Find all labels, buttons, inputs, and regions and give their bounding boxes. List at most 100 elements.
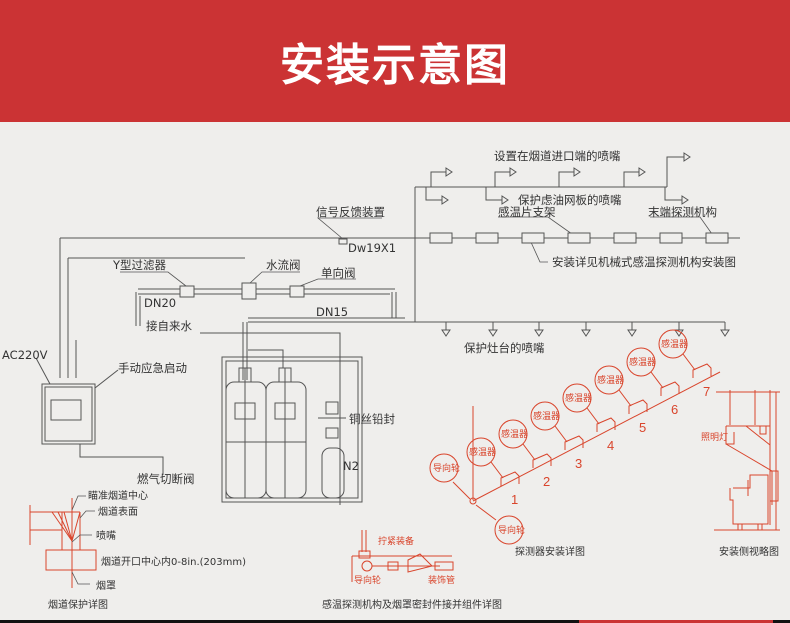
sensor-leader [586,407,600,425]
nozzle-icon [501,195,509,205]
label-dn20: DN20 [144,296,176,310]
seal-detail-drawing [351,530,454,582]
caption-side-view: 安装侧视略图 [719,545,779,558]
nozzle-icon [683,152,691,162]
water-valves [179,238,348,300]
label-gas-shutoff: 燃气切断阀 [137,472,195,486]
label-dw-code: Dw19X1 [348,241,396,255]
sensor-leader [554,425,568,443]
sensor-bracket-icon [567,232,591,244]
label-water-flow-valve: 水流阀 [266,258,301,272]
sensor-leader [650,371,664,389]
sensor-bracket-icon [429,232,453,244]
nozzle-icon [441,195,449,205]
sensor-bubble [530,401,560,431]
caption-detector-detail: 探测器安装详图 [515,545,585,558]
nozzle-icon [509,167,517,177]
sensor-block [532,453,552,468]
header-banner: 安装示意图 [0,0,790,122]
nozzle-icon [638,167,646,177]
label-mount-note: 安装详见机械式感温探测机构安装图 [552,255,736,269]
label-flue-surface: 烟道表面 [98,505,138,518]
label-inlet-nozzle: 设置在烟道进口端的喷嘴 [494,149,621,163]
sensor-bracket-icon [475,232,499,244]
sensor-number: 3 [575,456,582,471]
flue-detail-drawing [29,498,97,588]
sensor-label: 感温器 [661,338,688,350]
sensor-label: 感温器 [597,374,624,386]
label-seal-guide-wheel: 导向轮 [354,574,381,586]
label-opening-note: 烟道开口中心内0-8in.(203mm) [101,555,246,568]
sensor-label: 感温器 [533,410,560,422]
installation-diagram: 设置在烟道进口端的喷嘴 保护虑油网板的喷嘴 感温片支架 末端探测机构 安装详见机… [0,122,790,623]
nozzle-icon [573,167,581,177]
sensor-chain: 感温器 1 感温器 2 感温器 3 感温器 4 感温器 5 感温器 6 感温器 7 [466,329,712,507]
sensor-number: 5 [639,420,646,435]
label-nozzle: 喷嘴 [96,530,116,542]
side-view-drawing [714,390,780,531]
label-filter-nozzle: 保护虑油网板的喷嘴 [518,193,622,207]
label-check-valve: 单向阀 [321,266,356,280]
label-guide-wheel-lower: 导向轮 [498,524,525,536]
sensor-block [660,381,680,396]
sensor-label: 感温器 [565,392,592,404]
sensor-number: 4 [607,438,614,453]
sensor-bracket-icon [613,232,637,244]
sensor-bubble [626,347,656,377]
label-n2: N2 [343,459,359,473]
sensor-block [500,471,520,486]
label-tap-water: 接自来水 [146,319,192,333]
diagram-canvas: 设置在烟道进口端的喷嘴 保护虑油网板的喷嘴 感温片支架 末端探测机构 安装详见机… [2,149,780,611]
caption-seal-detail: 感温探测机构及烟罩密封件接并组件详图 [322,598,502,611]
sensor-block [692,363,712,378]
sensor-block [596,417,616,432]
sensor-bubble [498,419,528,449]
sensor-bracket-icon [705,232,729,244]
sensor-leader [618,389,632,407]
label-manual-start: 手动应急启动 [118,361,187,375]
label-guide-wheel-upper: 导向轮 [433,462,460,474]
label-copper-seal: 铜丝铅封 [349,412,395,426]
caption-flue-detail: 烟道保护详图 [48,598,108,611]
sensor-number: 1 [511,492,518,507]
stove-nozzles [441,322,730,337]
label-stove-nozzle: 保护灶台的喷嘴 [464,341,545,355]
sensor-number: 7 [703,384,710,399]
guide-wheel-upper-bubble [429,453,459,483]
sensor-bubble [594,365,624,395]
label-dn15: DN15 [316,305,348,319]
nozzles [441,152,730,337]
sensor-number: 2 [543,474,550,489]
sensor-bubble [466,437,496,467]
label-ac220v: AC220V [2,348,48,362]
sensor-bubble [562,383,592,413]
guide-wheel-lower-bubble [494,515,524,545]
sensor-leader [522,443,536,461]
sensor-label: 感温器 [469,446,496,458]
nozzle-icon [445,167,453,177]
y-filter-icon [179,285,195,298]
bottom-accent-bar [579,620,773,623]
sensor-label: 感温器 [501,428,528,440]
signal-feedback-icon [338,238,348,245]
sensor-bracket-icon [659,232,683,244]
label-light: 照明灯 [701,432,728,443]
sensor-bracket-icon [521,232,545,244]
label-decor-tube: 装饰管 [428,574,455,586]
sensor-block [628,399,648,414]
label-hood: 烟罩 [96,579,116,592]
nozzle-icon [681,195,689,205]
sensor-bubble [658,329,688,359]
check-valve-icon [289,285,305,298]
sensor-label: 感温器 [629,356,656,368]
label-end-detector: 末端探测机构 [648,205,717,219]
piping-lines [35,156,740,505]
sensor-number: 6 [671,402,678,417]
label-sensor-bracket: 感温片支架 [498,205,556,219]
page-title: 安装示意图 [280,40,510,91]
bottom-divider [0,620,790,623]
label-y-filter: Y型过滤器 [112,258,167,272]
water-flow-valve-icon [241,282,257,300]
label-tighten: 拧紧装备 [378,535,414,547]
label-signal-feedback: 信号反馈装置 [316,205,385,219]
